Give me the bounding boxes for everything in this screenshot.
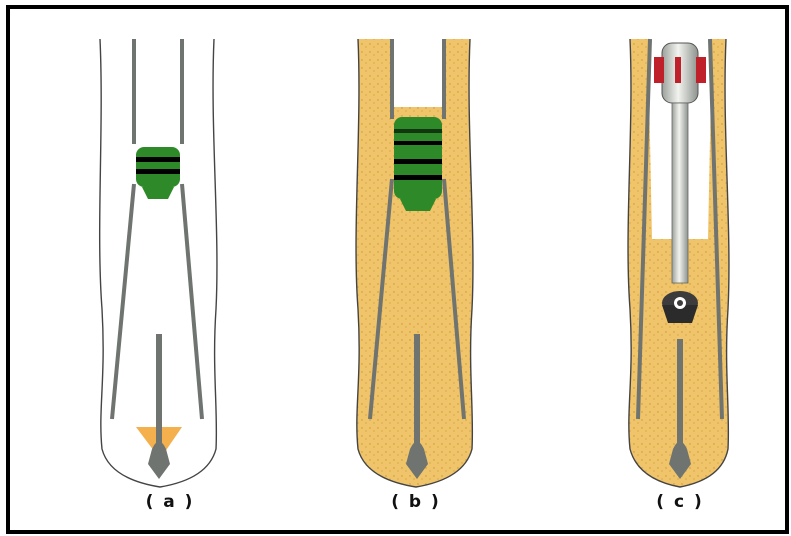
packer-icon (136, 147, 180, 199)
panel-b: ( b ) (336, 9, 496, 530)
borehole-a-graphic (90, 9, 250, 530)
diagram-frame: ( a ) (6, 5, 789, 534)
packer-icon (394, 117, 442, 211)
panel-a: ( a ) (90, 9, 250, 530)
borehole-c-graphic (600, 9, 760, 530)
panel-label-a: ( a ) (90, 492, 250, 512)
casing-wall-left-lower (112, 184, 134, 419)
panel-label-b: ( b ) (336, 492, 496, 512)
borehole-b-graphic (336, 9, 496, 530)
anchor-rod-icon (156, 334, 162, 449)
anchor-rod-icon (414, 334, 420, 449)
panel-c: ( c ) (600, 9, 760, 530)
panel-label-c: ( c ) (600, 492, 760, 512)
casing-wall-right-lower (182, 184, 202, 419)
anchor-rod-icon (677, 339, 683, 449)
